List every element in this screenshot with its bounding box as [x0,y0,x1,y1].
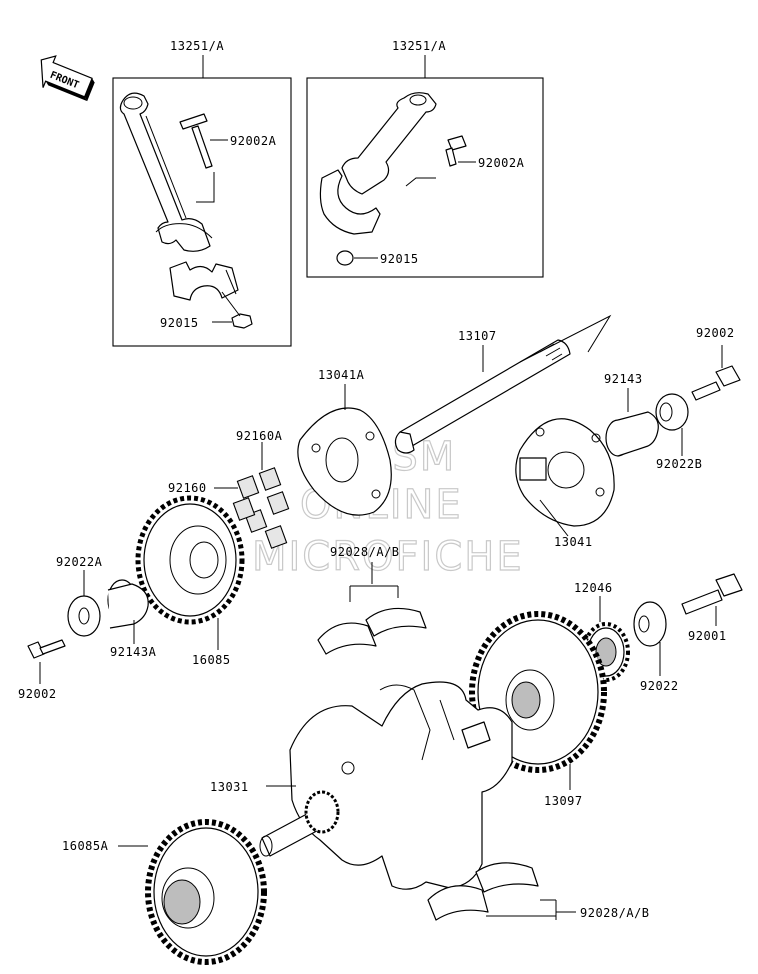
callout-rubber: 92160 [168,481,207,495]
damper-13041[interactable]: 13041 [515,418,615,549]
rubber-damper-set[interactable]: 92160A 92160 [168,429,290,549]
callout-bolt-right-mid: 92001 [688,629,727,643]
front-arrow-icon: FRONT [40,55,95,102]
bolt-top-right[interactable]: 92002 [691,326,741,401]
washer-top-right[interactable]: 92022B [655,393,702,471]
bearing-lower[interactable]: 92028/A/B [427,862,650,921]
callout-bearing-upper: 92028/A/B [330,545,400,559]
callout-bearing-lower: 92028/A/B [580,906,650,920]
rod-set-left[interactable]: 13251/A 92002A 92015 [112,39,292,347]
bolt-left-bottom[interactable]: 92002 [18,639,66,701]
callout-washer-right-mid: 92022 [640,679,679,693]
callout-washer-top-right: 92022B [656,457,702,471]
bolt-right-mid[interactable]: 92001 [681,573,743,643]
callout-gear-left: 16085 [192,653,231,667]
callout-rubber-a: 92160A [236,429,283,443]
washer-left[interactable]: 92022A [56,555,103,637]
callout-gear-bottom: 16085A [62,839,109,853]
callout-rod-set-left: 13251/A [170,39,224,53]
shaft-13107[interactable]: 13107 [394,314,612,454]
callout-gear-big: 13097 [544,794,583,808]
callout-shaft: 13107 [458,329,497,343]
damper-13041a[interactable]: 13041A [297,368,392,516]
callout-bolt-top-right: 92002 [696,326,735,340]
callout-bolt-left: 92002A [230,134,277,148]
rod-set-right[interactable]: 13251/A 92002A 92015 [306,39,544,278]
collar-left[interactable]: 92143A [107,579,157,659]
callout-damper-right: 13041 [554,535,593,549]
callout-collar-top-right: 92143 [604,372,643,386]
collar-top-right[interactable]: 92143 [604,372,659,457]
callout-collar-left: 92143A [110,645,157,659]
callout-bolt-left-bottom: 92002 [18,687,57,701]
callout-bolt-right: 92002A [478,156,525,170]
callout-rod-set-right: 13251/A [392,39,446,53]
watermark-line3: MICROFICHE [252,534,524,580]
gear-16085[interactable]: 16085 [135,495,245,667]
callout-nut-right: 92015 [380,252,419,266]
gear-16085a[interactable]: 16085A [62,819,267,965]
crankshaft-13031[interactable]: 13031 [210,681,513,890]
callout-gear-small: 12046 [574,581,613,595]
washer-right-mid[interactable]: 92022 [633,601,679,693]
callout-crankshaft: 13031 [210,780,249,794]
callout-damper-left: 13041A [318,368,365,382]
callout-nut-left: 92015 [160,316,199,330]
bearing-upper[interactable]: 92028/A/B [317,545,427,655]
callout-washer-left: 92022A [56,555,103,569]
